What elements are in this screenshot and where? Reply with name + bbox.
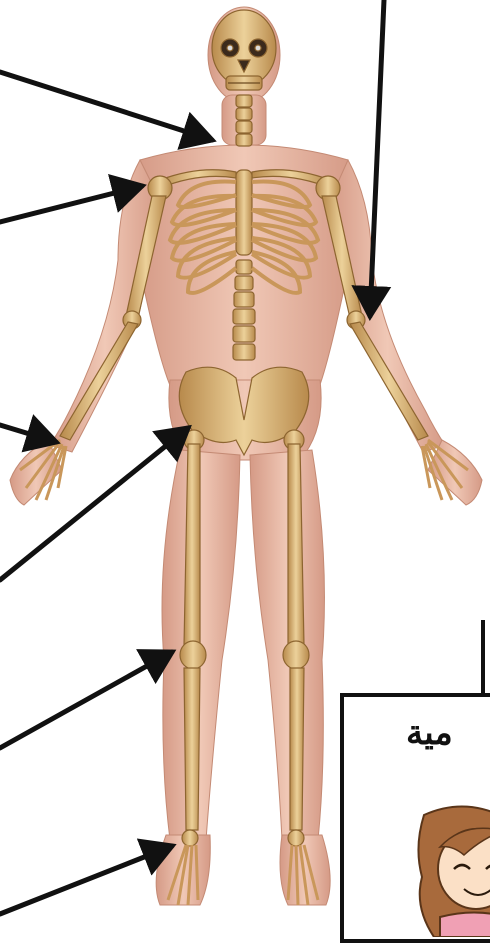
shoulder-arrow bbox=[0, 186, 142, 222]
caption-box: مية bbox=[340, 693, 490, 943]
cartoon-girl-illustration bbox=[344, 797, 490, 937]
side-bracket bbox=[481, 620, 490, 700]
kneecap-left bbox=[180, 641, 206, 669]
forearm-left bbox=[60, 322, 138, 440]
kneecap-right bbox=[283, 641, 309, 669]
knee-arrow bbox=[0, 652, 172, 748]
tibia-right bbox=[290, 668, 304, 830]
tibia-left bbox=[184, 668, 200, 830]
neck-arrow bbox=[0, 72, 212, 140]
ankle-arrow bbox=[0, 846, 172, 914]
sternum bbox=[236, 170, 252, 255]
wrist-arrow bbox=[0, 425, 56, 442]
hip-arrow bbox=[0, 428, 188, 580]
elbow-arrow bbox=[370, 0, 384, 316]
caption-text: مية bbox=[406, 713, 453, 753]
